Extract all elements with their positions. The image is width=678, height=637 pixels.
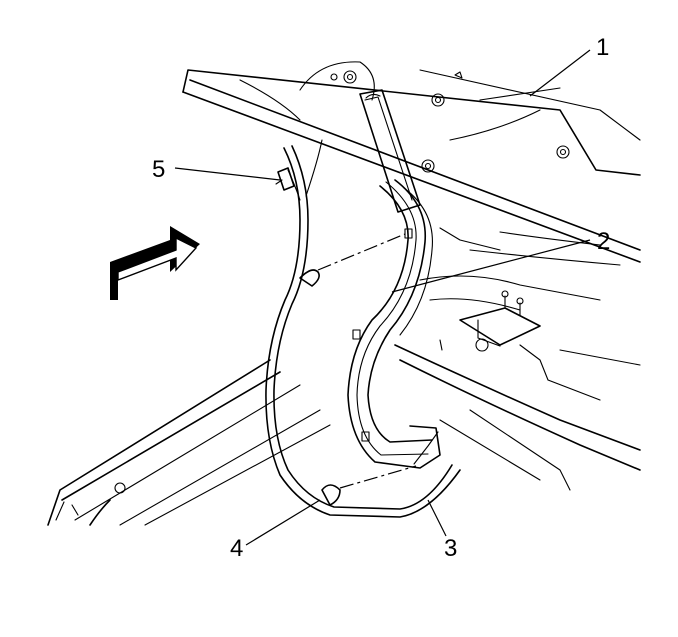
decklid-hinge-bracket — [359, 89, 421, 213]
wiring-harness — [265, 139, 461, 518]
callout-3: 3 — [444, 535, 457, 562]
callout-1: 1 — [596, 34, 609, 61]
callout-5: 5 — [152, 156, 165, 183]
leader-lines — [174, 49, 591, 546]
callout-4: 4 — [230, 535, 243, 562]
weatherstrip-channel — [347, 179, 441, 469]
alignment-lines — [317, 233, 417, 489]
view-direction-arrow — [110, 226, 200, 300]
callout-2: 2 — [597, 228, 610, 255]
trunk-interior — [394, 227, 641, 491]
rear-compartment-lid-panel — [182, 61, 641, 263]
body-lower-panel — [47, 359, 331, 526]
